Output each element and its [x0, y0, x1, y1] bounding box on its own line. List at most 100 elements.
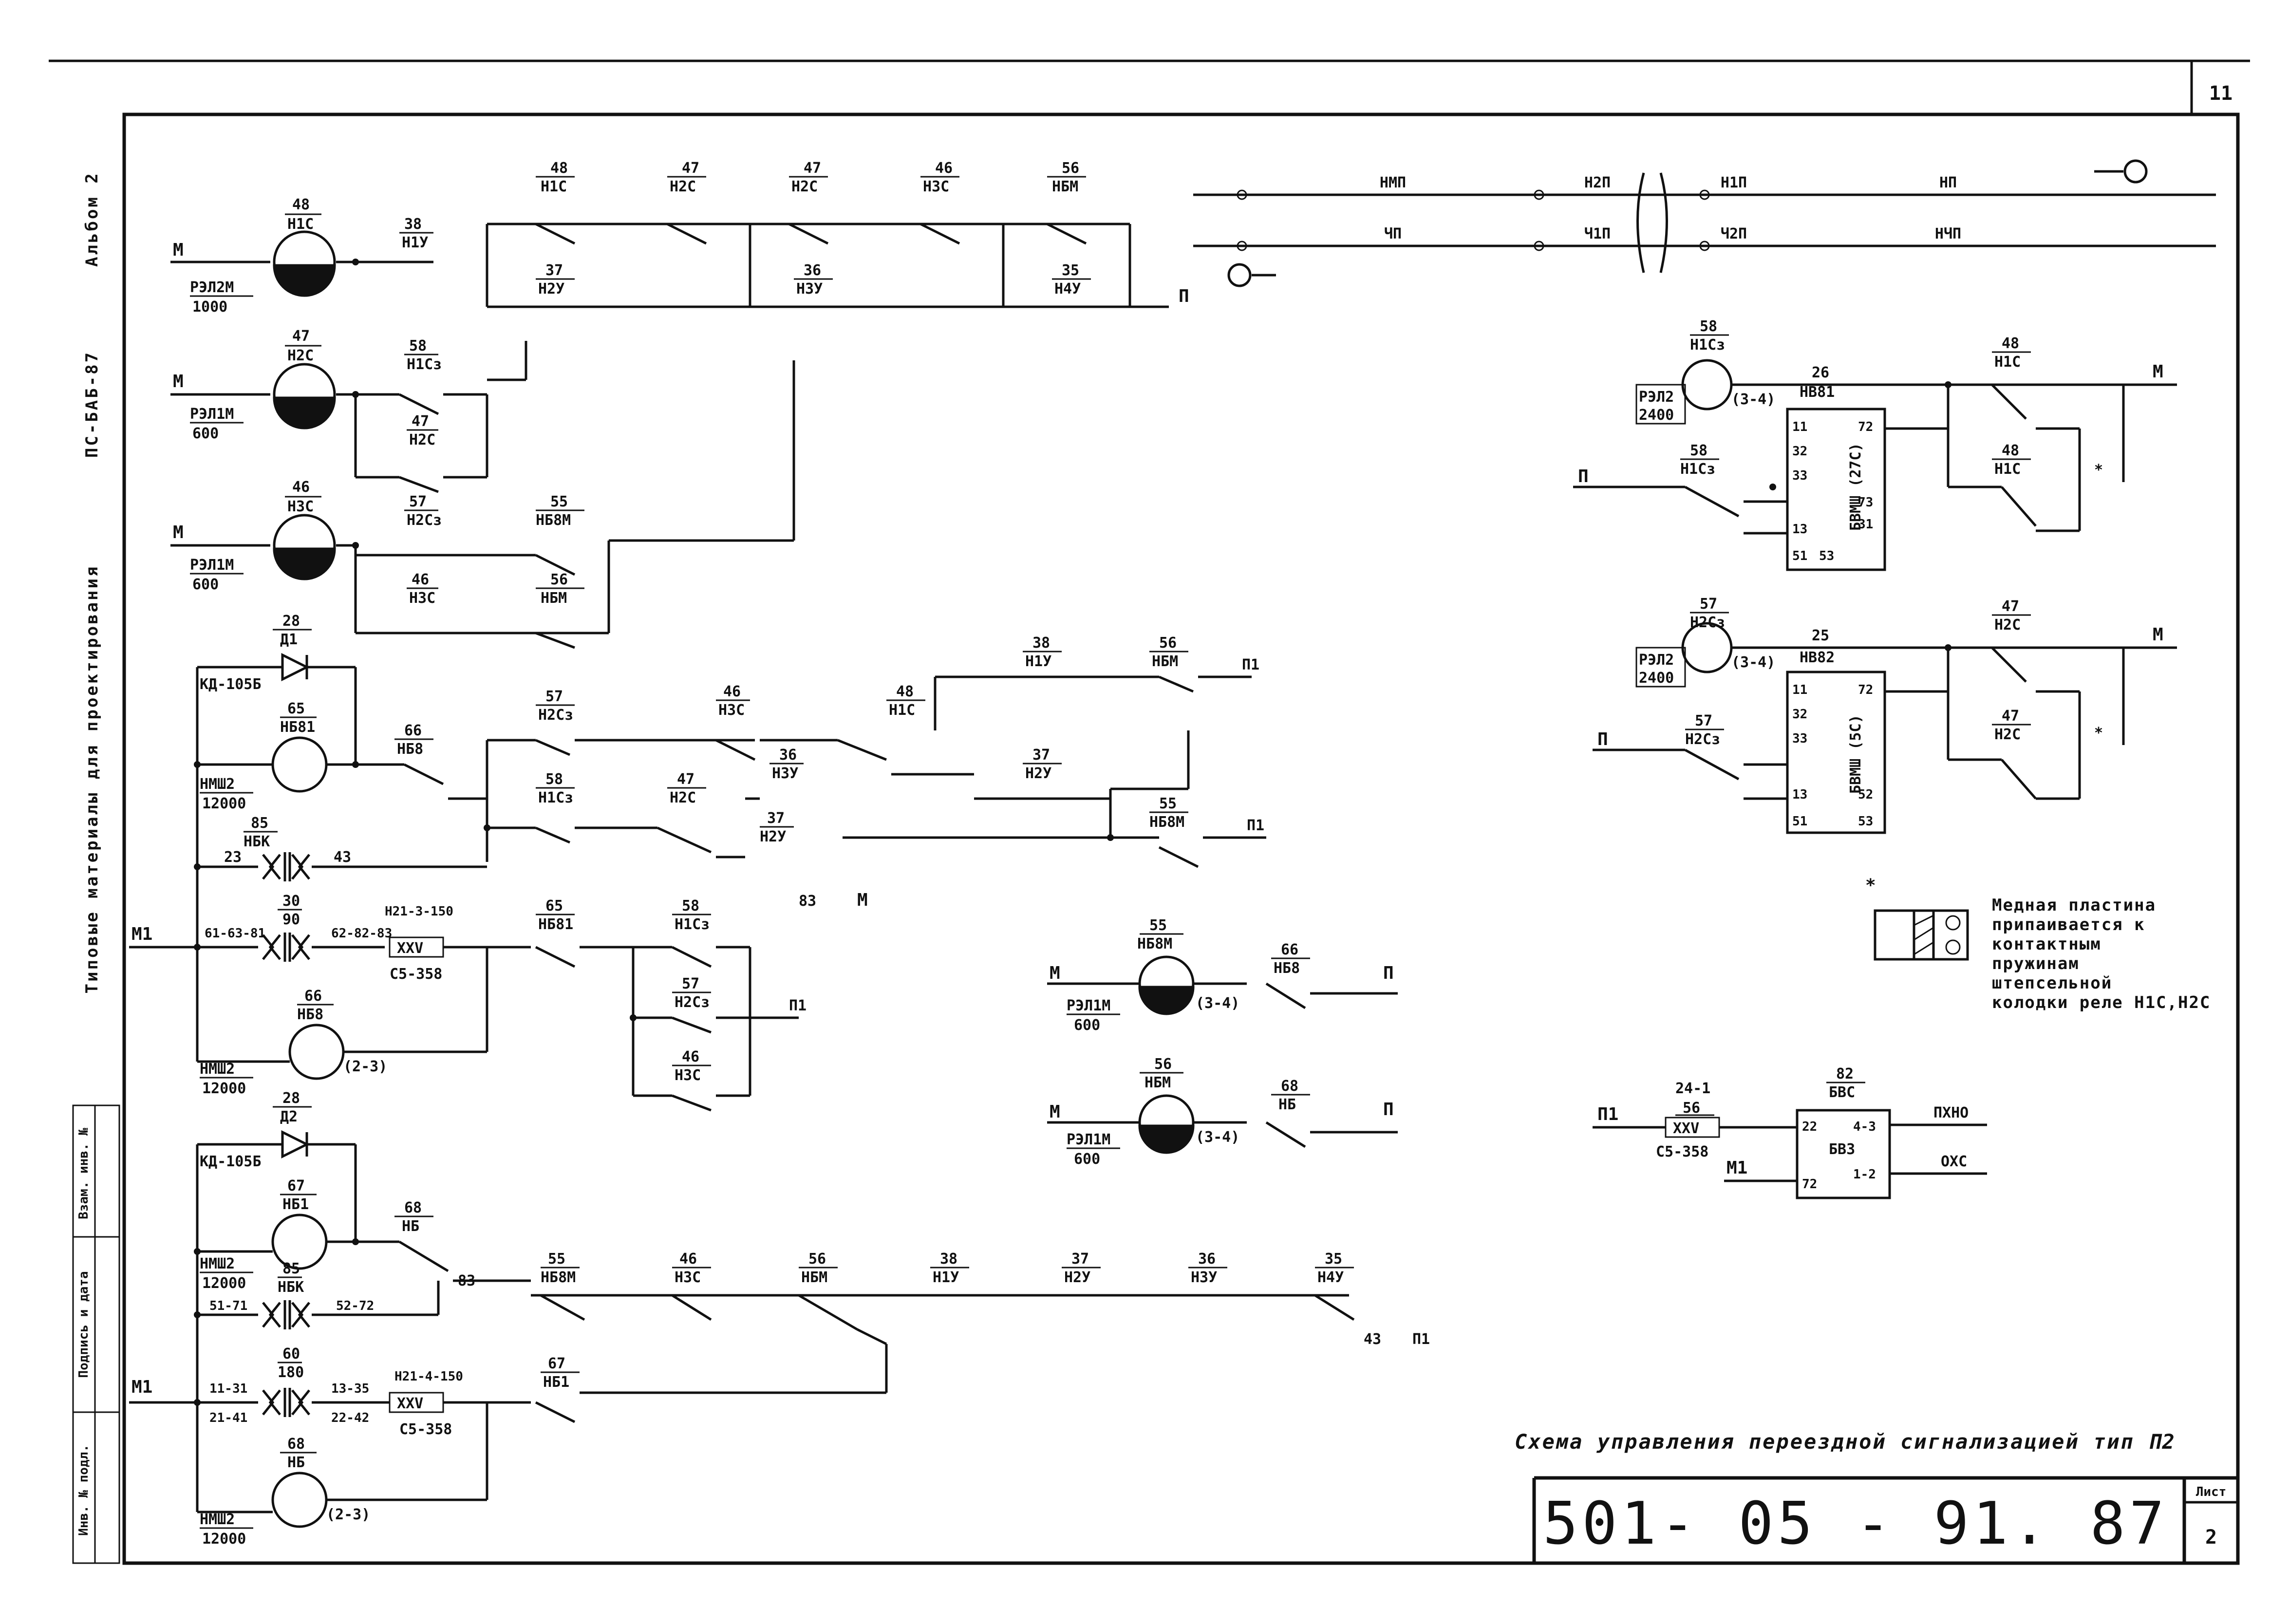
- capacitor-icon: [262, 1302, 310, 1328]
- side-labels: Альбом 2 ПС-БАБ-87 Типовые материалы для…: [82, 171, 102, 993]
- relay-ohm: 2400: [1639, 670, 1674, 687]
- contact-icon: [1684, 485, 1740, 518]
- capacitor-icon: [262, 854, 310, 880]
- relay-ohm: 600: [192, 576, 219, 593]
- side-label-code: ПС-БАБ-87: [82, 351, 102, 458]
- terminal-n-icon: [1227, 263, 1252, 287]
- label-nb1: НБ1: [543, 1374, 569, 1391]
- label-n2c: Н2С: [791, 178, 818, 195]
- label-48: 48: [2002, 442, 2019, 459]
- label-xxv: XXV: [1673, 1120, 1699, 1137]
- junction: [352, 542, 359, 549]
- junction: [194, 863, 201, 870]
- label-p: П: [1578, 467, 1589, 486]
- label-67: 67: [548, 1355, 565, 1372]
- contact-icon: [535, 554, 576, 576]
- label-66: 66: [1281, 941, 1298, 958]
- junction: [352, 259, 359, 265]
- relay-coil-icon: [1681, 359, 1733, 411]
- relay-name: НБ81: [280, 719, 315, 736]
- label-nb8: НБ8: [1274, 960, 1300, 977]
- label-46: 46: [682, 1048, 699, 1065]
- label-c5: С5-358: [1656, 1143, 1708, 1160]
- label-n3c: Н3С: [718, 702, 745, 719]
- label-n3c: Н3С: [409, 590, 435, 607]
- label-48: 48: [550, 160, 568, 177]
- label-56: 56: [1159, 635, 1177, 652]
- label-37: 37: [767, 810, 785, 827]
- legend-line-6: колодки реле Н1С,Н2С: [1992, 993, 2211, 1012]
- label-38: 38: [404, 216, 422, 233]
- label-1131: 11-31: [209, 1381, 247, 1396]
- relay-coil-icon: [288, 1024, 345, 1080]
- label-58: 58: [682, 897, 699, 915]
- label-n2c: Н2С: [670, 178, 696, 195]
- stamp-label-replace: Взам. инв. №: [76, 1128, 91, 1219]
- pin-11: 11: [1792, 420, 1807, 434]
- relay-h1c-group: М 48 Н1С РЭЛ2М 1000 38 Н1У: [170, 196, 433, 316]
- asterisk: *: [1865, 876, 1876, 896]
- asterisk: *: [2094, 725, 2103, 742]
- label-82: 82: [1836, 1065, 1854, 1083]
- bus-node: [1534, 189, 1544, 200]
- label-56: 56: [1683, 1100, 1700, 1117]
- label-p1: П1: [789, 997, 807, 1014]
- pin-31: 31: [1858, 517, 1873, 532]
- relay-type: НМШ2: [200, 1255, 235, 1272]
- label-46: 46: [723, 683, 741, 700]
- label-n1c: Н1С: [1994, 461, 2021, 478]
- relay-nb8-group: 66 НБ8 НМШ2 12000 (2-3): [197, 947, 488, 1097]
- label-nbm: НБМ: [801, 1269, 827, 1286]
- bus-label-nchp: НЧП: [1935, 225, 1961, 243]
- label-n2c: Н2С: [670, 789, 696, 806]
- pin-73: 73: [1858, 495, 1873, 510]
- contact-icon: [672, 1016, 712, 1034]
- diode-icon: [281, 653, 310, 682]
- label-m: М: [1050, 1102, 1060, 1122]
- label-n1c: Н1С: [1994, 354, 2021, 371]
- label-36: 36: [779, 747, 797, 764]
- legend-line-1: Медная пластина: [1992, 896, 2156, 915]
- relay-nb1-group: 67 НБ1 НМШ2 12000 85 НБК 51-71 52-72 60 …: [196, 1144, 531, 1512]
- label-n3u: Н3У: [796, 280, 823, 298]
- bus-node: [1237, 189, 1247, 200]
- bus-break: [1636, 172, 1668, 273]
- label-m1: М1: [1726, 1158, 1747, 1178]
- label-nbm: НБМ: [541, 590, 567, 607]
- relay-name: НБМ: [1144, 1074, 1171, 1091]
- label-2141: 21-41: [209, 1411, 247, 1425]
- relay-name: Н3С: [287, 498, 314, 515]
- label-56: 56: [1062, 160, 1079, 177]
- label-1335: 13-35: [331, 1381, 369, 1396]
- label-m: М: [173, 240, 184, 260]
- label-35: 35: [1325, 1251, 1342, 1268]
- relay-fill: [1138, 986, 1195, 1015]
- label-47: 47: [682, 160, 699, 177]
- label-47: 47: [412, 413, 429, 430]
- label-58: 58: [545, 771, 563, 788]
- list-number: 2: [2205, 1526, 2217, 1549]
- label-34: (3-4): [1731, 654, 1775, 671]
- label-n2c: Н2С: [1994, 726, 2021, 743]
- label-nbk: НБК: [278, 1279, 304, 1296]
- label-46: 46: [679, 1251, 697, 1268]
- contact-icon: [671, 946, 712, 968]
- relay-fill: [273, 264, 336, 297]
- junction: [484, 824, 490, 831]
- contact-icon: [1991, 647, 2027, 683]
- label-n3c: Н3С: [675, 1067, 701, 1084]
- pin-hole-icon: [1945, 915, 1961, 931]
- label-c5: С5-358: [390, 966, 442, 983]
- label-36: 36: [1198, 1251, 1216, 1268]
- label-46: 46: [935, 160, 953, 177]
- label-60: 60: [282, 1345, 300, 1363]
- drawing-caption: Схема управления переездной сигнализацие…: [1515, 1430, 2176, 1454]
- label-n2c: Н2С: [409, 431, 435, 448]
- contact-icon: [1314, 1294, 1355, 1321]
- label-34: (3-4): [1196, 1129, 1239, 1146]
- contact-icon: [535, 1401, 576, 1423]
- label-n4u: Н4У: [1317, 1269, 1344, 1286]
- label-n2u: Н2У: [1025, 765, 1051, 782]
- relay-num: 46: [292, 479, 310, 496]
- relay-box: [1635, 647, 1686, 688]
